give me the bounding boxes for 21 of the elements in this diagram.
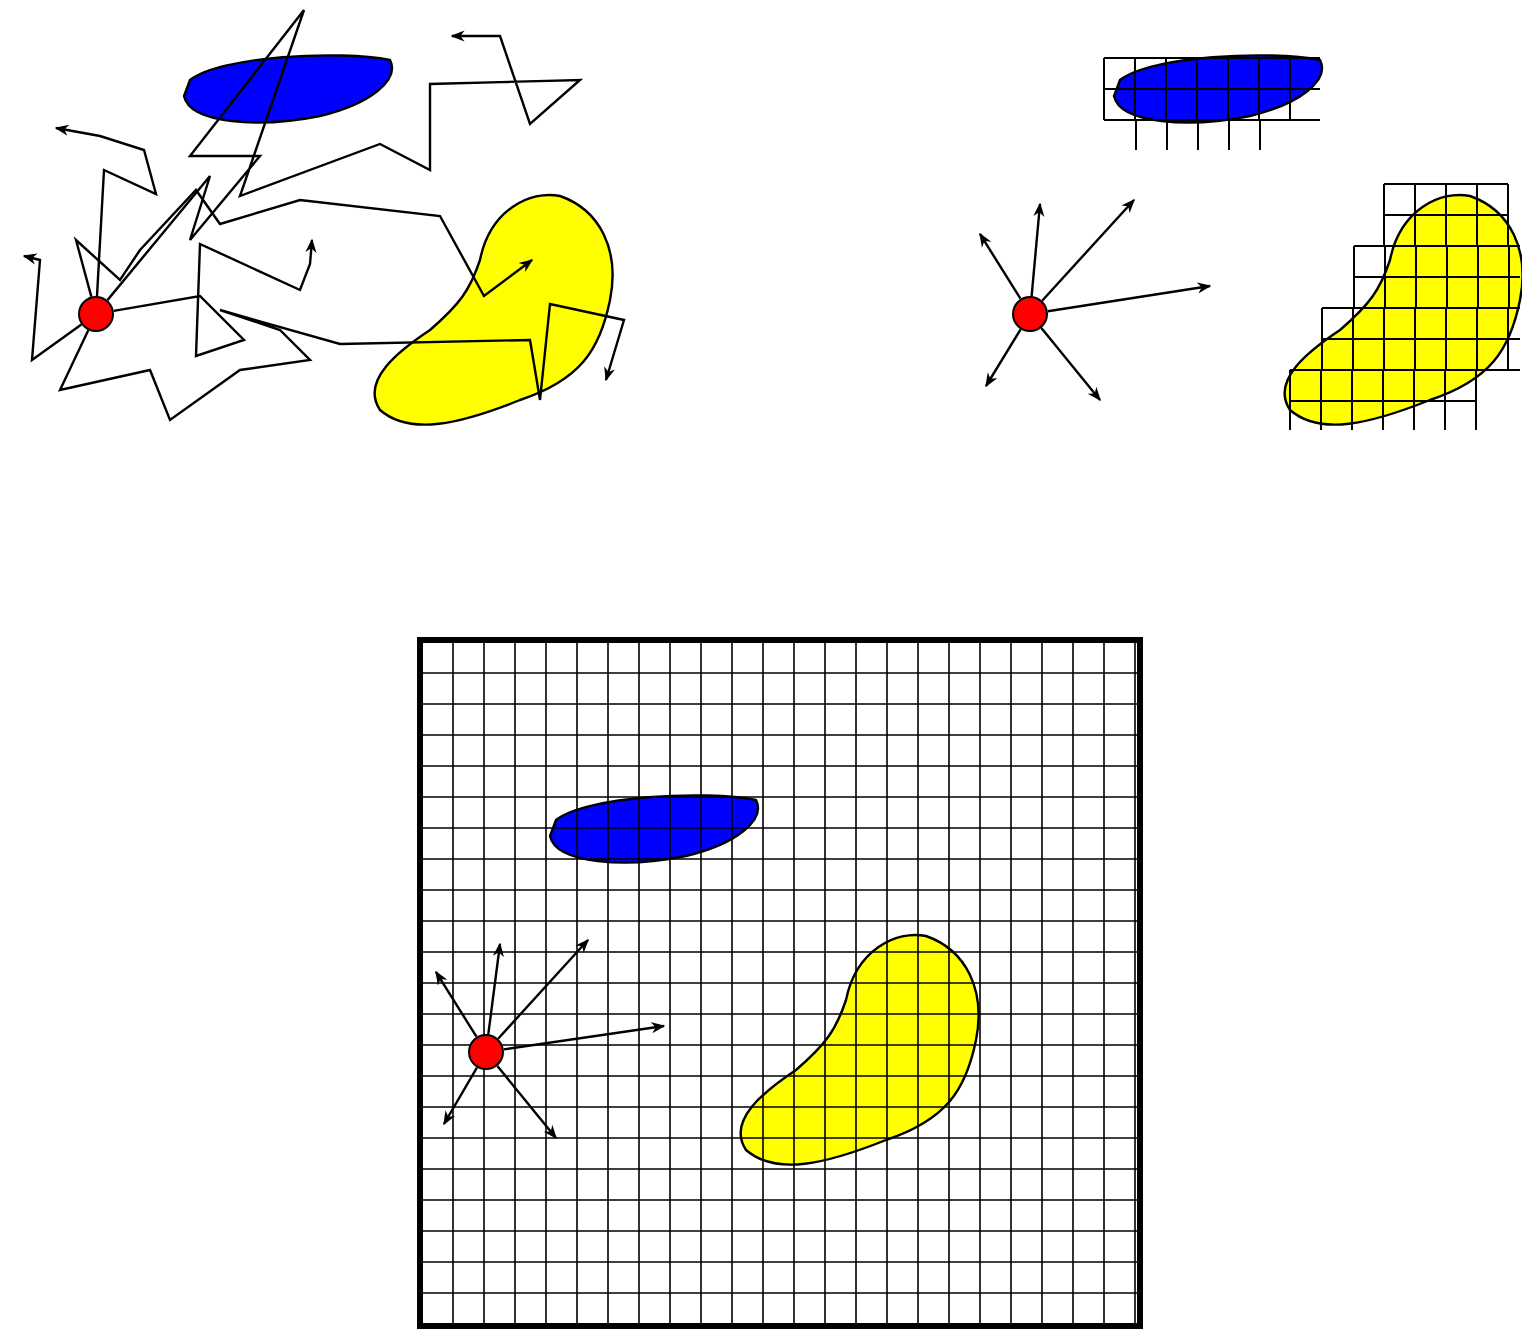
arrow <box>979 232 1022 300</box>
arrow <box>503 1022 666 1051</box>
arrow <box>496 1065 557 1140</box>
arrow <box>57 302 626 422</box>
arrow <box>106 8 584 301</box>
arrow <box>1041 198 1135 302</box>
arrow <box>487 942 504 1035</box>
start-point <box>468 1034 504 1070</box>
start-point <box>78 296 114 332</box>
arrow <box>22 253 83 363</box>
arrow <box>497 938 589 1040</box>
start-point <box>1012 296 1048 332</box>
arrow <box>1030 202 1045 297</box>
arrow <box>1047 282 1212 313</box>
arrow <box>984 328 1022 388</box>
arrow <box>54 124 158 297</box>
arrow <box>435 970 478 1038</box>
arrow <box>73 188 534 298</box>
arrow <box>113 238 317 358</box>
arrow <box>442 1066 478 1126</box>
arrow <box>1040 327 1101 402</box>
